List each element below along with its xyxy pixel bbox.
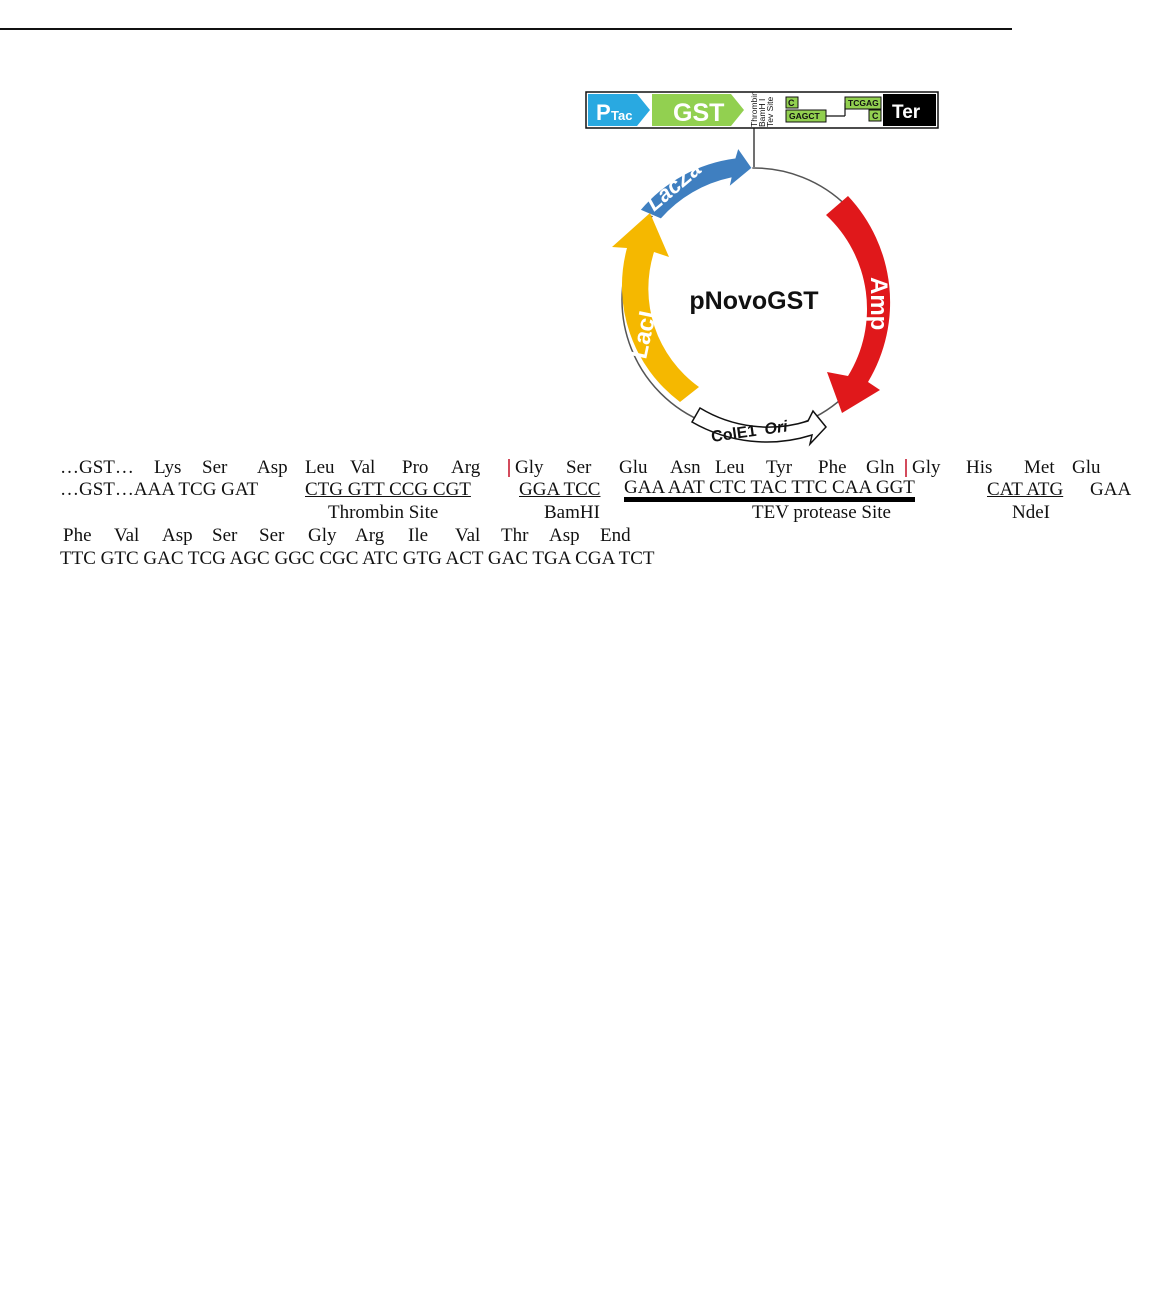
bamhi-site-label: BamHI	[544, 502, 600, 523]
aa1-residue-18: Met	[1024, 457, 1055, 478]
gst-label: GST	[673, 99, 724, 127]
terminator-box	[883, 94, 936, 126]
promoter-label: P	[596, 100, 611, 125]
nt1-prefix: …GST…AAA TCG GAT	[60, 479, 259, 500]
aa1-residue-15: Gln	[866, 457, 895, 478]
aa1-residue-6: Pro	[402, 457, 429, 478]
aa1-residue-5: Val	[350, 457, 376, 478]
c-box-2	[868, 109, 882, 122]
site-label-bamhi: BamH I	[757, 99, 767, 127]
c-box-2-label: C	[872, 111, 879, 121]
site-label-thrombin: Thrombin	[749, 91, 759, 127]
aa1-residue-3: Asp	[257, 457, 288, 478]
aa2-residue-9: Val	[455, 525, 481, 546]
aa2-residue-3: Asp	[162, 525, 193, 546]
plasmid-name: pNovoGST	[689, 287, 818, 315]
aa1-residue-16: Gly	[912, 457, 941, 478]
aa2-residue-8: Ile	[408, 525, 429, 546]
aa1-residue-13: Tyr	[766, 457, 793, 478]
aa1-residue-1: Lys	[154, 457, 182, 478]
tev-codons: GAA AAT CTC TAC TTC CAA GGT	[624, 478, 915, 502]
terminator-label: Ter	[892, 102, 921, 123]
ori-label-main: ColE1	[710, 423, 757, 446]
bamhi-codons: GGA TCC	[519, 479, 601, 500]
aa1-residue-2: Ser	[202, 457, 228, 478]
c-box-1	[785, 96, 799, 109]
aa1-residue-8: Gly	[515, 457, 544, 478]
thrombin-cleavage-divider	[508, 459, 510, 477]
aa1-residue-19: Glu	[1072, 457, 1101, 478]
tcgag-label: TCGAG	[848, 98, 879, 108]
aa2-residue-1: Phe	[63, 525, 92, 546]
gagct-label: GAGCT	[789, 111, 821, 121]
aa1-residue-4: Leu	[305, 457, 335, 478]
thrombin-codons: CTG GTT CCG CGT	[305, 479, 471, 500]
ori-arrow	[690, 406, 827, 447]
aa1-residue-17: His	[966, 457, 993, 478]
lacza-arrow	[639, 146, 753, 220]
aa1-prefix: …GST…	[60, 457, 134, 478]
gst-arrow	[652, 94, 744, 126]
aa1-residue-7: Arg	[451, 457, 481, 478]
promoter-arrow	[588, 94, 650, 126]
aa2-residue-12: End	[600, 525, 631, 546]
aa1-residue-12: Leu	[715, 457, 745, 478]
aa2-residue-4: Ser	[212, 525, 238, 546]
site-label-tev: Tev Site	[765, 96, 775, 127]
ori-label: ColE1 Ori	[710, 418, 789, 446]
aa2-residue-7: Arg	[355, 525, 385, 546]
amp-label: Amp	[865, 277, 892, 330]
top-rule	[0, 28, 1012, 30]
thrombin-site-label: Thrombin Site	[328, 502, 439, 523]
expression-cassette: P Tac GST Thrombin BamH I Tev Site C GAG…	[585, 91, 939, 129]
plasmid-map: P Tac GST Thrombin BamH I Tev Site C GAG…	[585, 91, 939, 447]
aa2-residue-11: Asp	[549, 525, 580, 546]
aa2-residue-2: Val	[114, 525, 140, 546]
ndei-codons: CAT ATG	[987, 479, 1064, 500]
aa2-residue-5: Ser	[259, 525, 285, 546]
c-box-1-label: C	[788, 98, 795, 108]
ndei-site-label: NdeI	[1012, 502, 1050, 523]
aa2-residue-6: Gly	[308, 525, 337, 546]
tev-cleavage-divider	[905, 459, 907, 477]
aa1-residue-11: Asn	[670, 457, 701, 478]
sequence-block: …GST… Lys Ser Asp Leu Val Pro Arg Gly Se…	[0, 457, 1165, 617]
promoter-sub-label: Tac	[611, 108, 632, 123]
nt2-sequence: TTC GTC GAC TCG AGC GGC CGC ATC GTG ACT …	[60, 548, 655, 569]
ori-label-italic: Ori	[763, 418, 789, 438]
aa1-residue-14: Phe	[818, 457, 847, 478]
laci-arrow	[612, 213, 699, 402]
nt1-suffix: GAA	[1090, 479, 1132, 500]
aa1-residue-9: Ser	[566, 457, 592, 478]
aa1-residue-10: Glu	[619, 457, 648, 478]
aa2-residue-10: Thr	[501, 525, 529, 546]
tev-site-label: TEV protease Site	[752, 502, 891, 523]
amp-arrow	[826, 196, 891, 413]
